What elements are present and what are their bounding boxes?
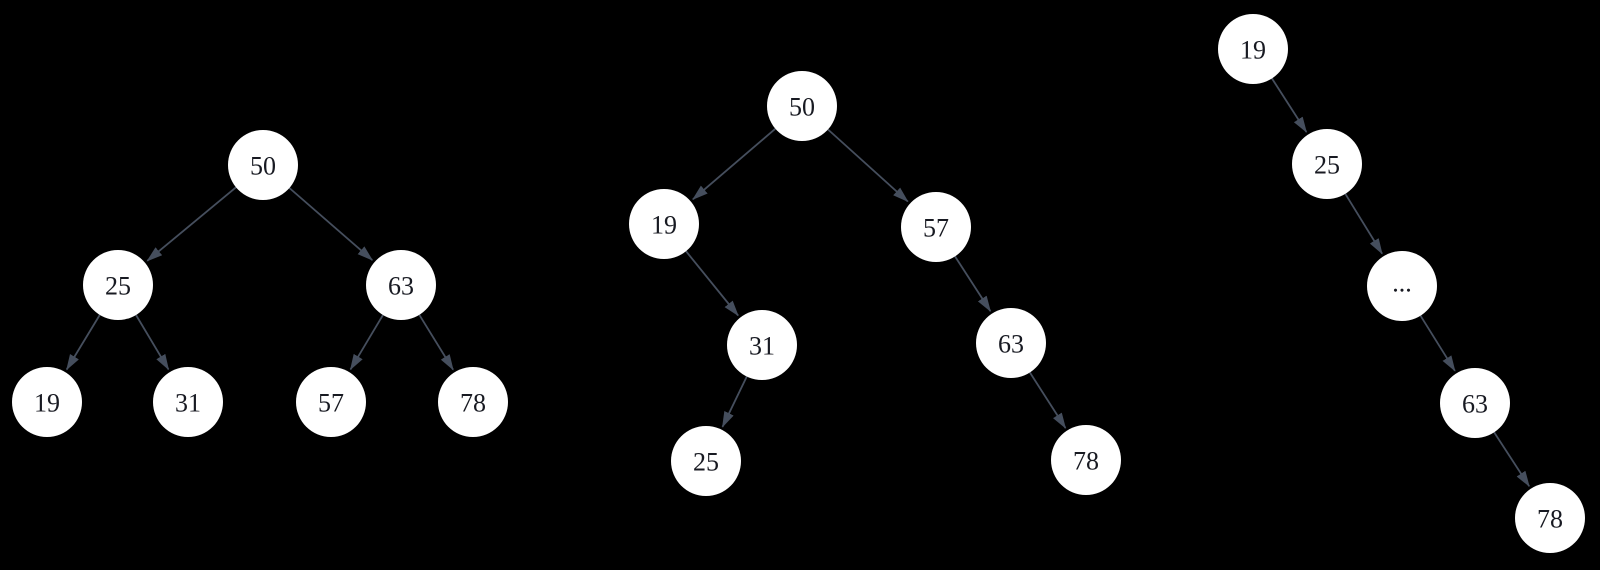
tree-node-label-78: 78 — [1073, 446, 1099, 475]
tree-node-63 — [976, 308, 1046, 378]
tree-unbalanced-bst: 50 19 57 31 63 25 78 — [629, 71, 1121, 496]
tree-node-50 — [767, 71, 837, 141]
tree-node-label-63: 63 — [388, 271, 414, 300]
tree-node-label-25: 25 — [693, 447, 719, 476]
tree-node-label-31: 31 — [749, 331, 775, 360]
tree-node-19 — [629, 189, 699, 259]
tree-node-label-57: 57 — [923, 213, 949, 242]
tree-node-label-19: 19 — [651, 210, 677, 239]
edge-25-to-19 — [65, 314, 101, 371]
tree-node-19 — [1218, 14, 1288, 84]
tree-node-label-25: 25 — [105, 271, 131, 300]
edge-63-to-57 — [349, 314, 384, 371]
tree-node-label-78: 78 — [460, 388, 486, 417]
tree-node-25 — [671, 426, 741, 496]
edge-25-to-31 — [135, 314, 170, 371]
tree-node-label-63: 63 — [998, 329, 1024, 358]
tree-node-label-63: 63 — [1462, 389, 1488, 418]
tree-node-78 — [1051, 425, 1121, 495]
tree-node-78 — [438, 367, 508, 437]
tree-node-label-dots: ... — [1392, 269, 1412, 298]
tree-node-25 — [83, 250, 153, 320]
edge-50-to-25 — [146, 186, 237, 262]
tree-node-label-19: 19 — [1240, 35, 1266, 64]
edge-19-to-25 — [1271, 77, 1308, 133]
tree-balanced-bst: 50 25 63 19 31 57 78 — [12, 130, 508, 437]
edge-63-to-78 — [1493, 431, 1530, 488]
edge-31-to-25 — [721, 376, 748, 428]
tree-node-57 — [296, 367, 366, 437]
edge-50-to-63 — [288, 187, 374, 261]
tree-node-25 — [1292, 129, 1362, 199]
tree-node-label-25: 25 — [1314, 150, 1340, 179]
tree-node-dots — [1367, 251, 1437, 321]
tree-node-label-19: 19 — [34, 388, 60, 417]
tree-node-50 — [228, 130, 298, 200]
edge-63-to-78 — [1029, 372, 1067, 429]
tree-node-label-31: 31 — [175, 388, 201, 417]
edge-50-to-19 — [692, 128, 776, 200]
tree-node-31 — [153, 367, 223, 437]
tree-node-57 — [901, 192, 971, 262]
tree-node-label-57: 57 — [318, 388, 344, 417]
tree-degenerate-bst: 19 25... 63 78 — [1218, 14, 1585, 553]
tree-node-31 — [727, 310, 797, 380]
tree-node-label-50: 50 — [789, 92, 815, 121]
tree-node-63 — [1440, 368, 1510, 438]
edge-50-to-57 — [827, 128, 909, 203]
edge-19-to-31 — [685, 250, 739, 317]
edge-63-to-78 — [418, 314, 454, 371]
tree-node-19 — [12, 367, 82, 437]
edge-57-to-63 — [954, 255, 992, 312]
tree-node-78 — [1515, 483, 1585, 553]
edge-dots-to-63 — [1419, 315, 1456, 372]
edge-25-to-dots — [1344, 193, 1383, 255]
tree-node-63 — [366, 250, 436, 320]
tree-node-label-78: 78 — [1537, 504, 1563, 533]
tree-node-label-50: 50 — [250, 151, 276, 180]
